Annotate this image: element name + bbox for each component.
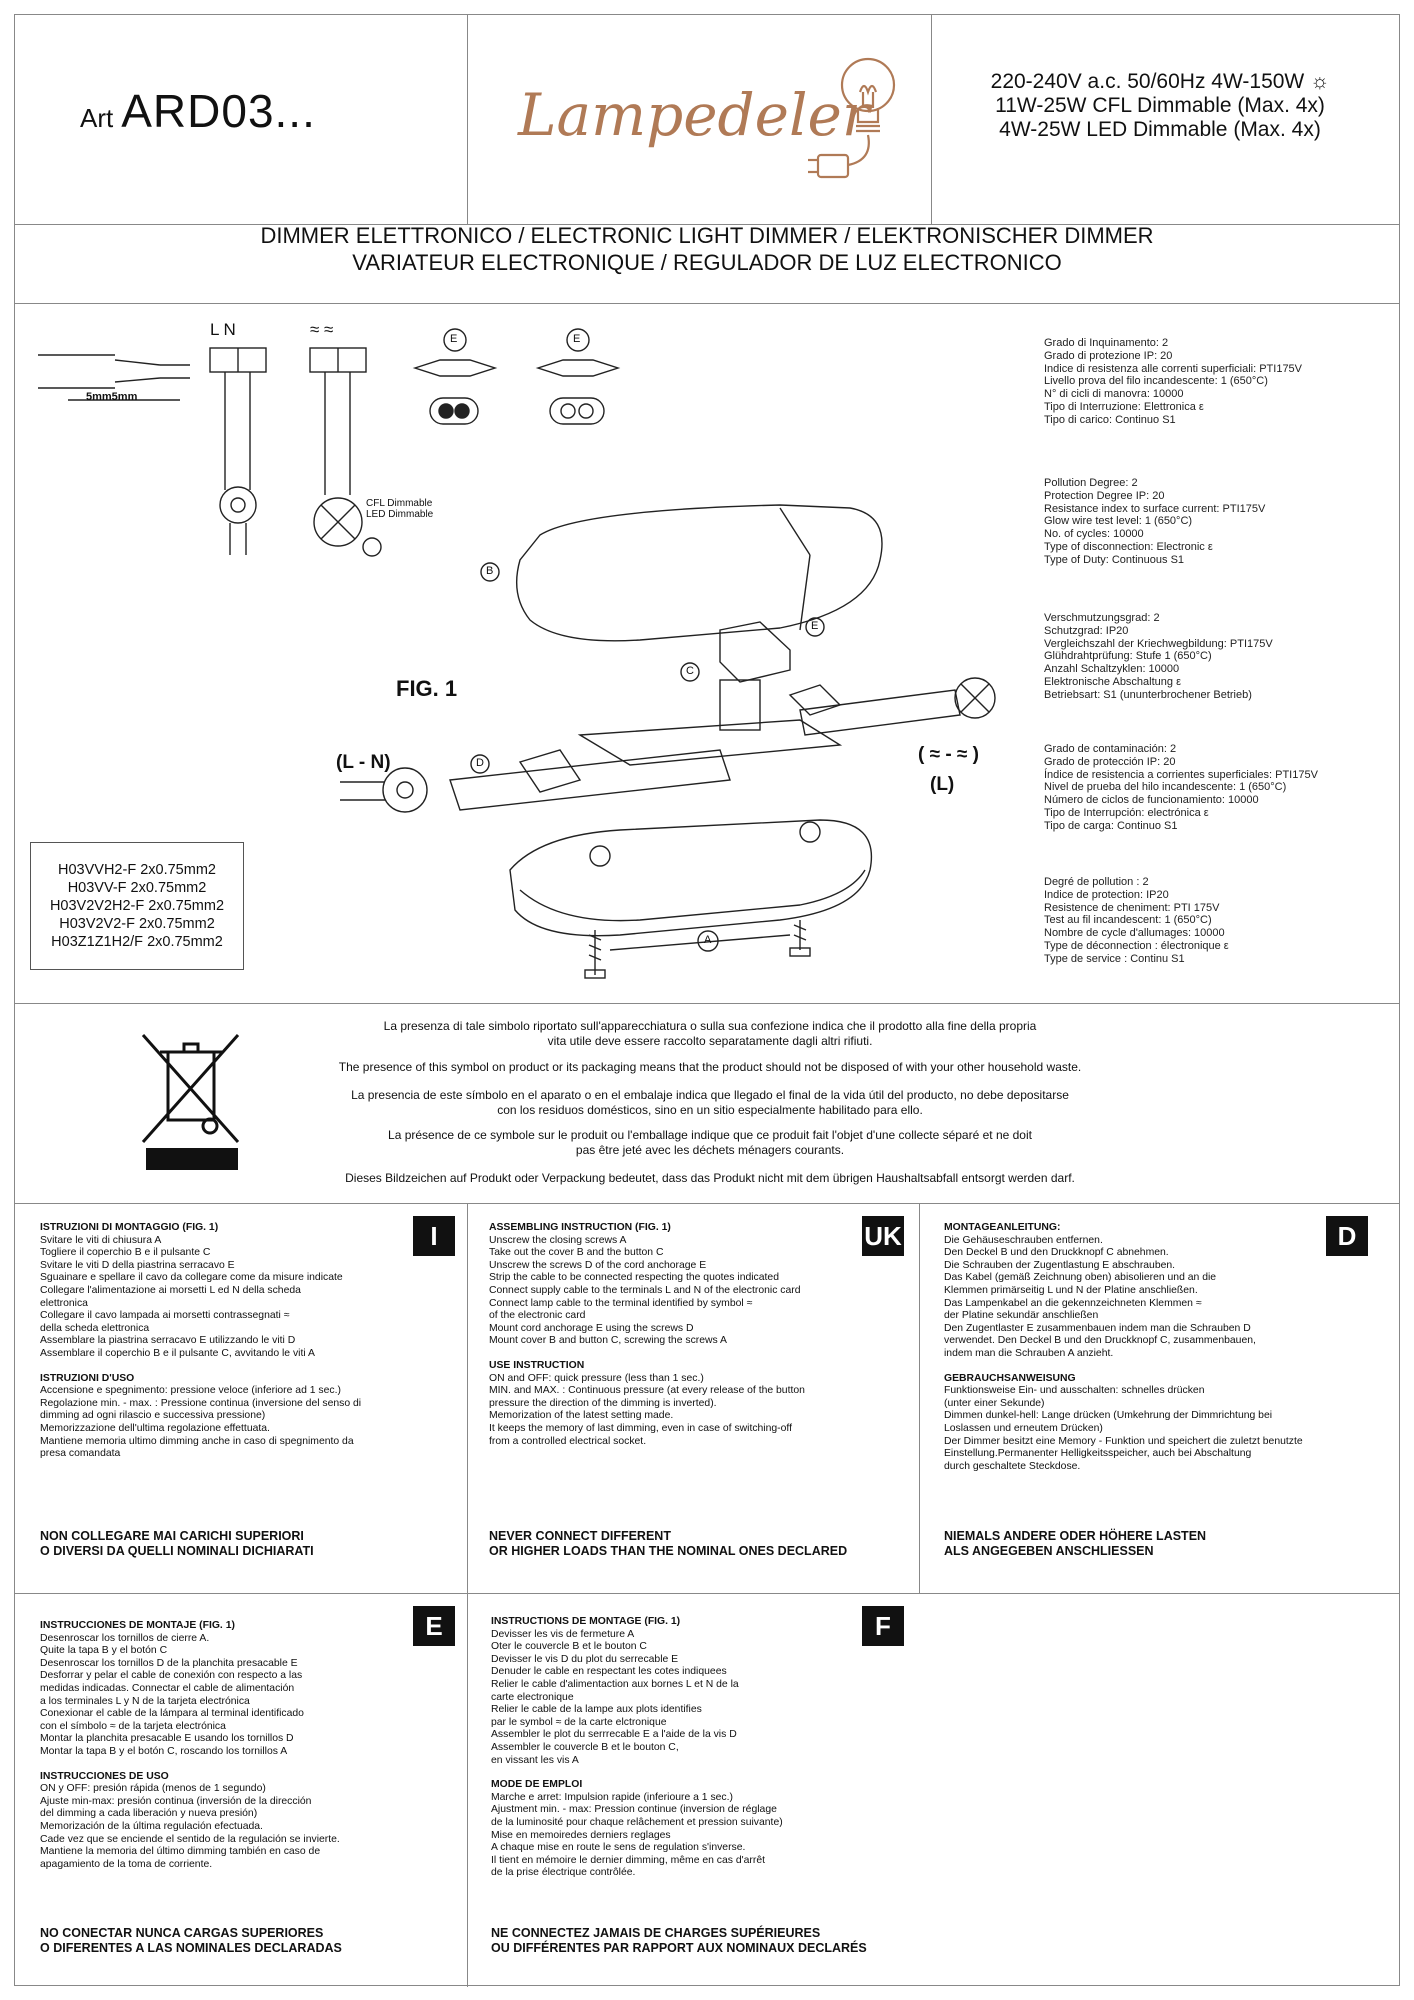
instructions-uk: ASSEMBLING INSTRUCTION (FIG. 1) Unscrew … (489, 1222, 848, 1558)
screw-drawing-2 (789, 920, 811, 957)
supply-terminals-label: (L - N) (336, 752, 391, 773)
divider (919, 1203, 920, 1593)
lamp-cable-drawing (799, 677, 996, 736)
language-badge-de: D (1326, 1216, 1368, 1256)
electrical-specs: 220-240V a.c. 50/60Hz 4W-150W ☼ 11W-25W … (950, 70, 1370, 142)
article-number: Art ARD03... (80, 84, 316, 138)
line-label: (L) (930, 774, 955, 795)
led-label: LED Dimmable (366, 509, 434, 520)
cord-anchor-drawing-2 (535, 328, 621, 425)
divider (15, 1203, 1399, 1204)
instructions-de: MONTAGEANLEITUNG: Die Gehäuseschrauben e… (944, 1222, 1303, 1558)
lamp-terminal-drawing (309, 347, 382, 557)
cord-anchor-drawing-1 (412, 328, 498, 425)
pcb-drawing (577, 617, 843, 766)
spec-line: 220-240V a.c. 50/60Hz 4W-150W ☼ (990, 70, 1330, 93)
brand-logo: Lampedeler (517, 57, 896, 179)
instructions-fr: INSTRUCTIONS DE MONTAGE (FIG. 1) Devisse… (491, 1616, 867, 1955)
divider (15, 224, 1399, 225)
anchor-e-label: E (450, 333, 458, 345)
strip-length-label: 5mm5mm (86, 391, 138, 403)
divider (931, 15, 932, 224)
spec-line: 11W-25W CFL Dimmable (Max. 4x) (995, 94, 1325, 117)
weee-notice-it: La presenza di tale simbolo riportato su… (383, 1019, 1037, 1048)
weee-notice-fr: La présence de ce symbole sur le produit… (388, 1128, 1032, 1157)
plug-icon (808, 134, 870, 179)
warning-fr: NE CONNECTEZ JAMAIS DE CHARGES SUPÉRIEUR… (491, 1926, 867, 1955)
instructions-es: INSTRUCCIONES DE MONTAJE (FIG. 1) Desenr… (40, 1620, 342, 1955)
figure-label: FIG. 1 (396, 676, 458, 701)
dimmable-bulb-icon: ☼ (1310, 70, 1330, 93)
lamp-terminals-label: ( ≈ - ≈ ) (918, 744, 979, 765)
article-code: ARD03... (121, 85, 316, 137)
stripped-cable-drawing (38, 354, 190, 401)
divider (467, 1203, 468, 1987)
button-drawing (680, 621, 791, 683)
language-badge-es: E (413, 1606, 455, 1646)
part-label-d: D (476, 757, 484, 769)
terminal-lamp-label: ≈ ≈ (310, 320, 334, 339)
divider (15, 303, 1399, 304)
terminal-ln-label: L N (210, 320, 236, 339)
language-badge-fr: F (862, 1606, 904, 1646)
language-badge-it: I (413, 1216, 455, 1256)
part-label-a: A (704, 934, 712, 946)
instruction-sheet (14, 14, 1400, 1987)
dimension-line-a (609, 934, 791, 951)
cfl-label: CFL Dimmable (366, 498, 433, 509)
language-badge-uk: UK (862, 1216, 904, 1256)
brand-name: Lampedeler (517, 81, 873, 149)
anchor-e-label: E (573, 333, 581, 345)
screw-drawing-1 (584, 930, 606, 979)
instructions-it: ISTRUZIONI DI MONTAGGIO (FIG. 1) Svitare… (40, 1222, 362, 1558)
article-prefix: Art (80, 103, 114, 133)
divider (15, 1593, 1399, 1594)
spec-line: 4W-25W LED Dimmable (Max. 4x) (999, 118, 1321, 141)
bulb-icon (840, 57, 896, 133)
weee-notice-es: La presencia de este símbolo en el apara… (351, 1088, 1069, 1117)
wiring-diagram (38, 328, 996, 979)
supply-terminal-drawing (209, 347, 267, 555)
document-title: DIMMER ELETTRONICO / ELECTRONIC LIGHT DI… (260, 223, 1154, 275)
cable-types-box: H03VVH2-F 2x0.75mm2 H03VV-F 2x0.75mm2 H0… (30, 842, 244, 970)
supply-cable-drawing (340, 749, 731, 813)
weee-notice-de: Dieses Bildzeichen auf Produkt oder Verp… (345, 1171, 1075, 1185)
divider (467, 15, 468, 224)
divider (15, 1003, 1399, 1004)
dimmer-base-drawing (509, 819, 872, 937)
part-label-e: E (811, 620, 819, 632)
weee-bin-icon (141, 1034, 240, 1170)
part-label-c: C (686, 665, 694, 677)
part-label-b: B (486, 565, 494, 577)
dimmer-cover-drawing (480, 504, 883, 642)
weee-notice-en: The presence of this symbol on product o… (338, 1060, 1082, 1074)
